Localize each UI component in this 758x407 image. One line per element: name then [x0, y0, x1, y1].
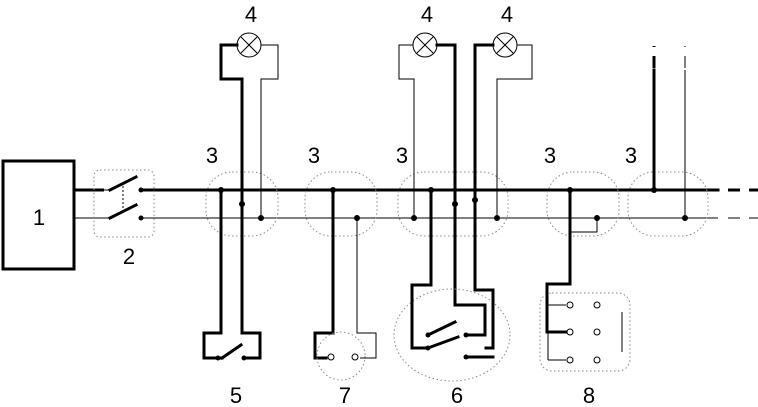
- lamp-3: 4: [492, 2, 518, 58]
- lamp-1: 4: [236, 2, 262, 58]
- single-switch: 5: [202, 188, 262, 407]
- riser-wires: [652, 46, 686, 218]
- junction-box-5-label: 3: [625, 143, 637, 168]
- junction-box-5: 3: [625, 143, 709, 237]
- junction-box-1: 3: [205, 143, 279, 237]
- power-source-label: 1: [33, 205, 45, 230]
- socket: 7: [313, 188, 377, 407]
- socket-block-label: 8: [583, 383, 595, 407]
- junction-dots: [218, 187, 688, 221]
- main-bus: [72, 188, 758, 219]
- double-switch: 6: [393, 188, 511, 407]
- junction-box-3: 3: [396, 143, 509, 237]
- junction-box-4: 3: [544, 143, 620, 237]
- power-source: 1: [1, 159, 76, 271]
- main-switch-label: 2: [123, 244, 135, 269]
- double-switch-label: 6: [451, 383, 463, 407]
- lamp-3-label: 4: [501, 2, 513, 27]
- socket-label: 7: [339, 383, 351, 407]
- lamp-2: 4: [412, 2, 438, 58]
- single-switch-label: 5: [230, 383, 242, 407]
- junction-box-3-label: 3: [396, 143, 408, 168]
- lamp-1-label: 4: [245, 2, 257, 27]
- lamp-2-label: 4: [421, 2, 433, 27]
- junction-box-4-label: 3: [544, 143, 556, 168]
- socket-block: 8: [539, 188, 631, 407]
- main-switch: 2: [93, 169, 155, 269]
- junction-box-1-label: 3: [206, 143, 218, 168]
- junction-box-2: 3: [304, 143, 378, 237]
- junction-box-2-label: 3: [308, 143, 320, 168]
